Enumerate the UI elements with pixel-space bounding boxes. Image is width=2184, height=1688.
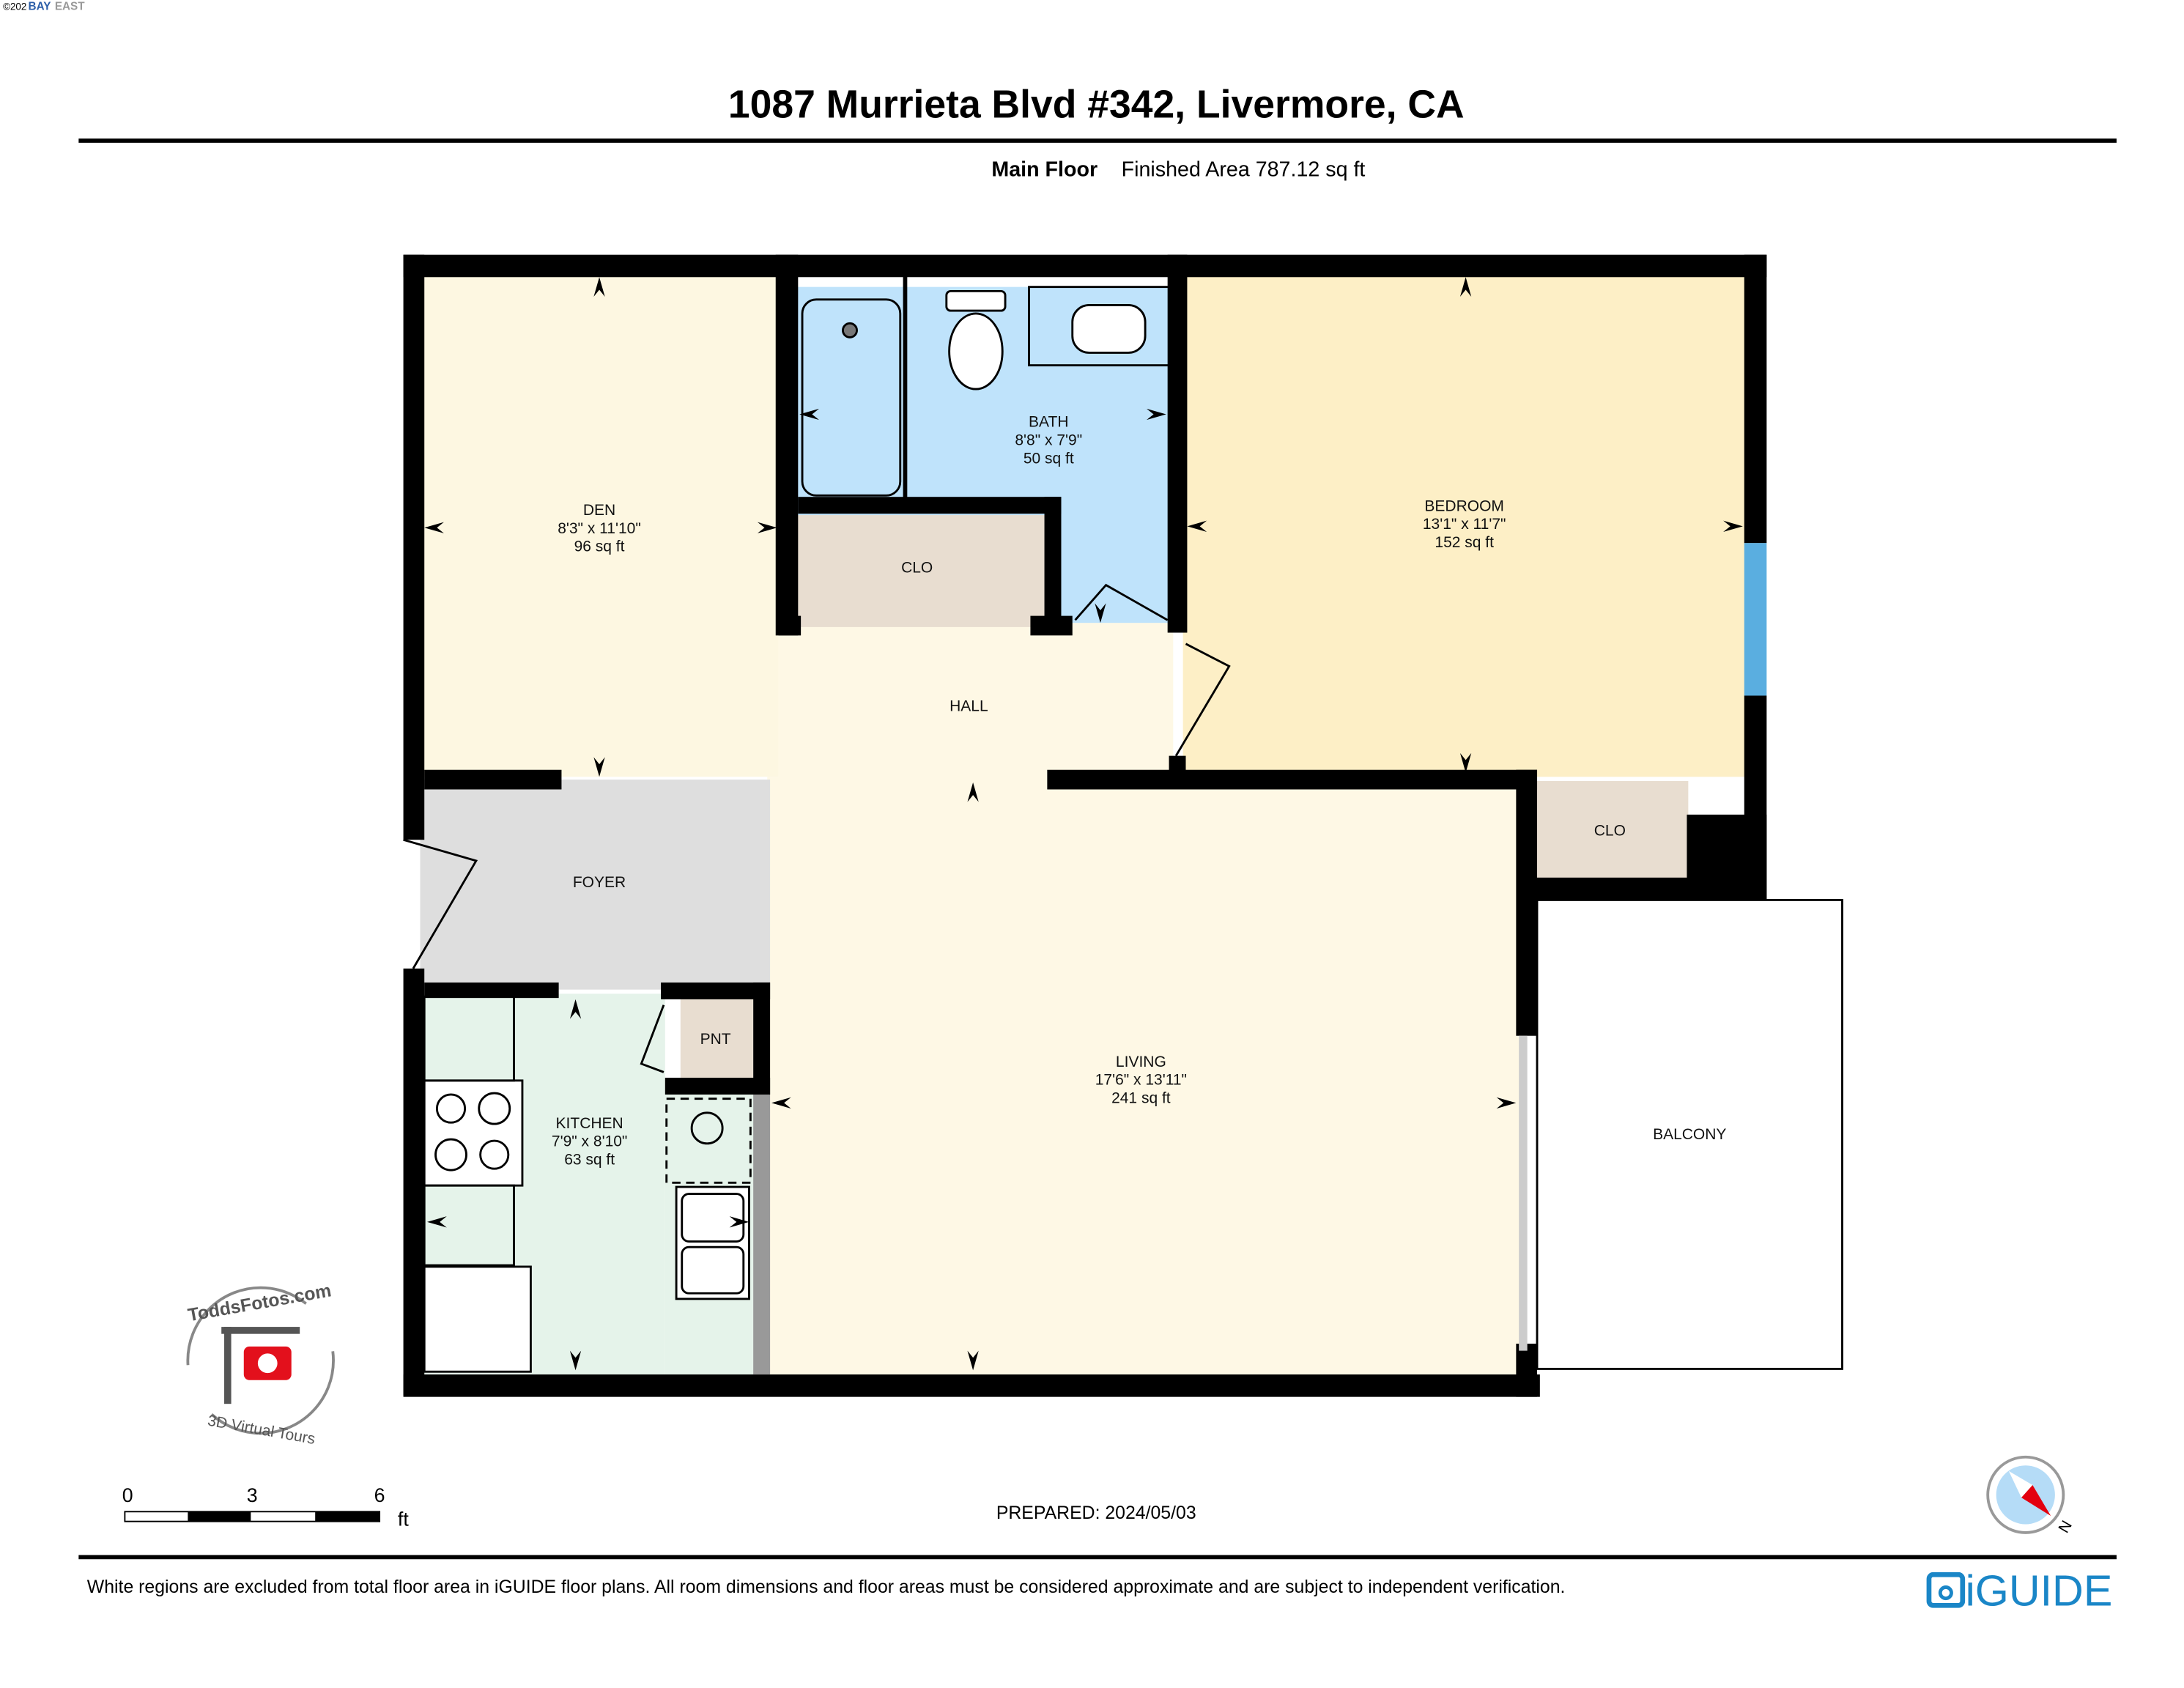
foyer-label: FOYER [573,874,626,891]
bathtub [801,298,902,497]
footer-divider [78,1555,2117,1560]
living-area [767,777,1523,1376]
dimension-arrow-icon [799,408,819,421]
svg-text:N: N [2055,1518,2076,1536]
balcony-area [1536,898,1843,1370]
bedroom-window [1744,543,1767,696]
svg-text:7'9" x 8'10": 7'9" x 8'10" [552,1133,628,1150]
closet-label: CLO [901,559,933,576]
dimension-arrow-icon [593,757,605,777]
closet-bedroom [1534,781,1689,879]
hall-area [778,623,1174,784]
svg-text:241 sq ft: 241 sq ft [1111,1089,1171,1106]
balcony-label: BALCONY [1653,1126,1726,1143]
svg-text:BEDROOM: BEDROOM [1424,497,1504,514]
svg-text:152 sq ft: 152 sq ft [1435,534,1494,551]
dimension-arrow-icon [729,1216,749,1228]
stove [423,1079,524,1187]
svg-text:iGUIDE: iGUIDE [1966,1566,2113,1615]
hall-label: HALL [950,698,988,715]
finished-area: Finished Area 787.12 sq ft [1122,158,1366,182]
svg-text:0: 0 [122,1484,133,1506]
dimension-arrow-icon [569,999,582,1019]
room-kitchen: KITCHEN 7'9" x 8'10" 63 sq ft [552,1115,628,1169]
svg-text:8'3" x 11'10": 8'3" x 11'10" [558,520,641,537]
copyright: ©2024 [3,1,32,12]
dimension-arrows [424,277,1743,1371]
svg-text:96 sq ft: 96 sq ft [574,538,625,555]
svg-text:ft: ft [398,1508,409,1530]
scale-bar: 0 3 6 ft [122,1484,410,1530]
bay-east-logo: BAY EAST [26,0,89,12]
header-divider [78,138,2117,143]
walls [403,254,1767,1397]
svg-text:LIVING: LIVING [1116,1054,1166,1070]
dimension-arrow-icon [967,1350,979,1371]
svg-text:6: 6 [374,1484,385,1506]
dimension-arrow-icon [1187,520,1207,532]
svg-text:50 sq ft: 50 sq ft [1023,450,1074,467]
room-bedroom: BEDROOM 13'1" x 11'7" 152 sq ft [1423,497,1506,551]
svg-text:3D Virtual Tours: 3D Virtual Tours [207,1413,317,1448]
dimension-arrow-icon [424,522,444,533]
dimension-arrow-icon [1459,752,1472,773]
prepared-date: PREPARED: 2024/05/03 [996,1503,1196,1523]
dimension-arrow-icon [1459,277,1472,297]
svg-text:63 sq ft: 63 sq ft [564,1151,615,1168]
foyer-area [420,780,771,990]
den-area [420,273,779,777]
dimension-arrow-icon [771,1097,791,1109]
svg-text:BATH: BATH [1029,414,1068,431]
dimension-arrow-icon [1147,408,1166,421]
pantry [680,996,754,1078]
svg-text:13'1" x 11'7": 13'1" x 11'7" [1423,516,1506,533]
dimension-arrow-icon [757,522,777,533]
dimension-arrow-icon [1723,520,1743,532]
iguide-logo: iGUIDE [1926,1566,2113,1615]
dimension-arrow-icon [967,782,979,802]
page-title: 1087 Murrieta Blvd #342, Livermore, CA [728,83,1465,126]
room-den: DEN 8'3" x 11'10" 96 sq ft [558,502,641,555]
svg-text:17'6" x 13'11": 17'6" x 13'11" [1095,1072,1187,1089]
floor-name: Main Floor [991,158,1097,182]
dimension-arrow-icon [593,277,605,297]
closet-label: CLO [1594,823,1626,840]
svg-text:EAST: EAST [55,0,85,12]
vanity [1028,286,1171,367]
toddsfotos-watermark: ToddsFotos.com 3D Virtual Tours [186,1281,335,1448]
room-bath: BATH 8'8" x 7'9" 50 sq ft [1015,414,1082,467]
closet-hall [788,515,1045,627]
dimension-arrow-icon [427,1216,447,1228]
refrigerator [423,1265,532,1373]
svg-text:3: 3 [247,1484,258,1506]
dimension-arrow-icon [569,1350,582,1371]
svg-text:BAY: BAY [29,0,51,12]
svg-text:KITCHEN: KITCHEN [556,1115,623,1132]
sink [675,1185,750,1300]
fixtures [403,286,1528,1373]
bedroom-area [1182,273,1750,777]
compass-icon: N [1986,1455,2076,1536]
entry-door [403,838,478,969]
pantry-label: PNT [700,1031,731,1048]
toilet [945,289,1007,312]
svg-text:DEN: DEN [583,502,615,519]
dimension-arrow-icon [1496,1097,1517,1109]
room-fills [420,273,1843,1376]
disclaimer: White regions are excluded from total fl… [87,1577,1566,1597]
dimension-arrow-icon [1095,603,1106,623]
room-living: LIVING 17'6" x 13'11" 241 sq ft [1095,1054,1187,1107]
svg-text:8'8" x 7'9": 8'8" x 7'9" [1015,432,1082,449]
